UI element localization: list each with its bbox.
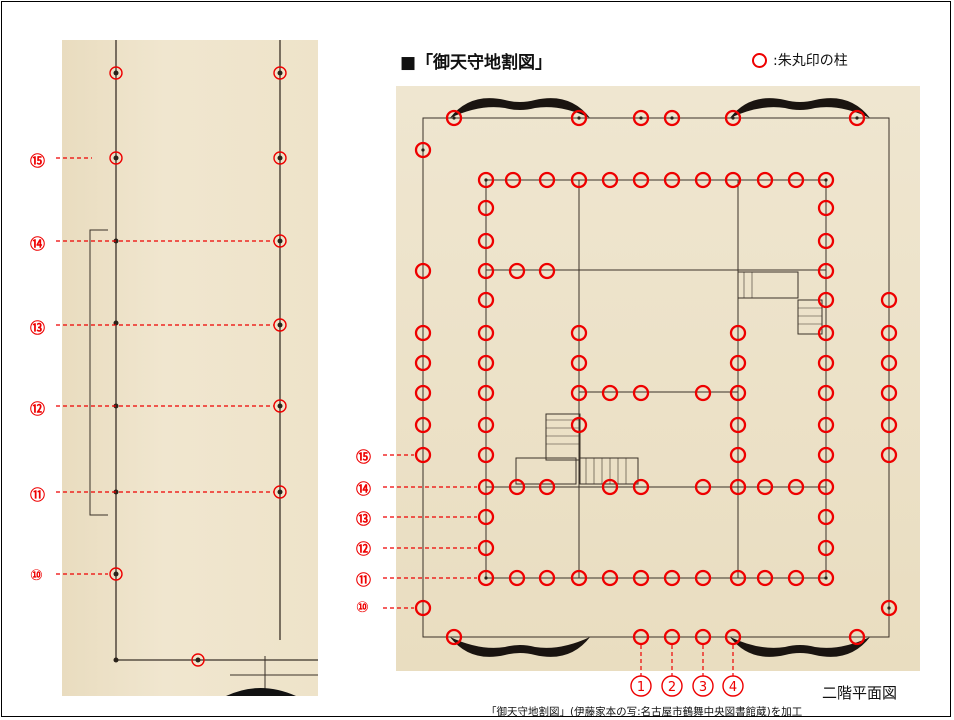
right-callout-13: ⑬: [356, 510, 372, 528]
left-callout-14: ⑭: [30, 235, 46, 253]
roof-fragment: [226, 688, 296, 696]
stair-hatching: [546, 272, 822, 484]
plan-red-rings: [414, 109, 898, 646]
left-leader-lines: [56, 157, 274, 575]
marker-1-ring: [630, 675, 652, 697]
legend: :朱丸印の柱: [752, 50, 848, 70]
marker-1: 1: [637, 680, 645, 695]
detail-scan: [62, 40, 318, 696]
marker-2-ring: [661, 675, 683, 697]
plan-leader-lines: [383, 454, 734, 676]
right-callout-14: ⑭: [356, 480, 372, 498]
plan-title: 二階平面図: [822, 684, 898, 702]
left-red-rings: [109, 66, 287, 667]
right-callout-12: ⑫: [356, 540, 372, 558]
page-title: ■「御天守地割図」: [400, 53, 553, 73]
marker-2: 2: [668, 680, 676, 695]
legend-label: :朱丸印の柱: [773, 53, 848, 69]
left-callout-13: ⑬: [30, 319, 46, 337]
red-circle-icon: [752, 52, 767, 68]
left-detail-lines: [89, 40, 318, 696]
roof-ornaments: [450, 98, 870, 657]
right-callout-15: ⑮: [356, 448, 372, 466]
right-callout-10: ⑩: [356, 598, 369, 616]
image-caption: 「御天守地割図」(伊藤家本の写:名古屋市鶴舞中央図書館蔵)を加工: [486, 706, 803, 718]
plan-post-dots: [421, 116, 891, 610]
marker-3: 3: [699, 680, 707, 695]
bottom-marker-rings: [630, 675, 744, 697]
bottom-marker-labels: 1 2 3 4: [637, 680, 737, 695]
left-callout-15: ⑮: [30, 152, 46, 170]
left-callout-11: ⑪: [30, 486, 46, 504]
left-posts: [113, 70, 283, 663]
marker-4-ring: [722, 675, 744, 697]
plan-walls: [422, 117, 890, 638]
marker-3-ring: [692, 675, 714, 697]
left-callout-10: ⑩: [30, 566, 43, 584]
left-callout-12: ⑫: [30, 400, 46, 418]
right-callout-11: ⑪: [356, 571, 372, 589]
marker-4: 4: [729, 680, 737, 695]
